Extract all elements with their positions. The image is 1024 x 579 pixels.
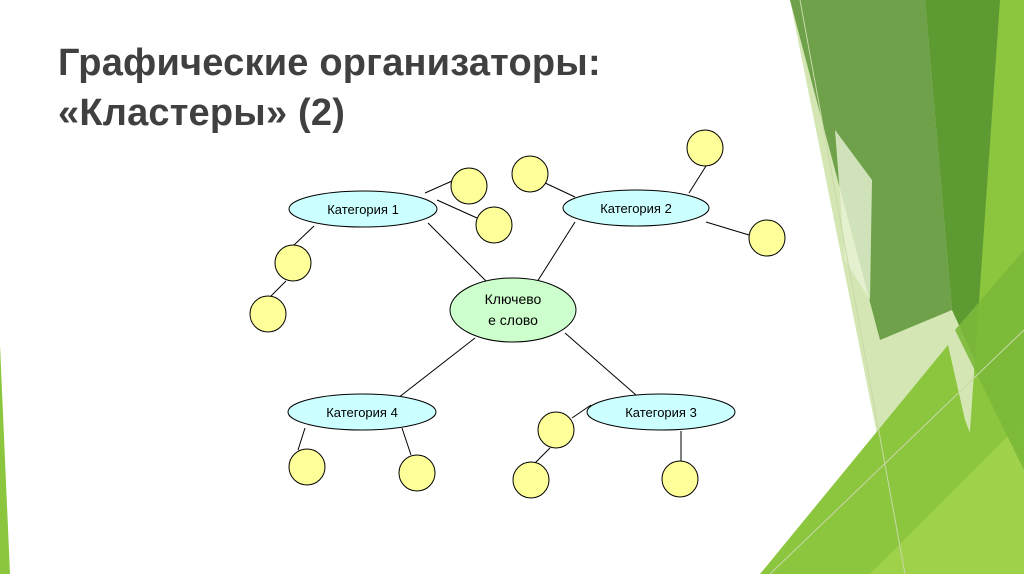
- facet-line-1: [799, 0, 906, 575]
- category-3-label: Категория 3: [625, 405, 697, 420]
- facet-line-2: [769, 329, 1024, 575]
- green-facet-8: [955, 250, 1024, 470]
- link-leaf-c-leaf-d: [269, 280, 287, 298]
- link-cat4-leaf-b: [401, 427, 412, 456]
- link-center-cat3: [564, 332, 637, 396]
- leaf-circle: [512, 461, 550, 499]
- green-facet-7: [870, 420, 1024, 574]
- center-label-line1: Ключево: [485, 291, 542, 307]
- leaf-circle: [450, 167, 488, 205]
- leaf-circle: [398, 454, 436, 492]
- leaf-circle: [748, 219, 786, 257]
- link-center-cat1: [427, 222, 488, 283]
- category-2-label: Категория 2: [600, 201, 672, 216]
- leaf-circle: [274, 244, 312, 282]
- category-ellipse: [288, 190, 438, 228]
- link-cat2-leaf-a: [542, 181, 576, 198]
- slide-title: Графические организаторы: «Кластеры» (2): [58, 38, 601, 138]
- decorative-green-shapes: [760, 0, 1024, 575]
- link-center-cat4: [397, 337, 476, 399]
- leaf-circle: [686, 129, 724, 167]
- left-green-sliver: [0, 345, 10, 574]
- link-cat1-leaf-a: [424, 180, 453, 194]
- link-cat2-leaf-c: [705, 221, 750, 236]
- leaf-circle: [288, 448, 326, 486]
- link-center-cat2: [536, 221, 576, 283]
- leaf-circles: [249, 129, 786, 499]
- slide-title-line1: Графические организаторы:: [58, 42, 601, 84]
- category-3-node: Категория 3: [586, 393, 736, 431]
- link-cat1-leaf-b: [436, 199, 478, 219]
- center-label-line2: е слово: [488, 312, 538, 328]
- category-1-node: Категория 1: [288, 190, 438, 228]
- category-ellipse: [586, 393, 736, 431]
- slide-title-line2: «Кластеры» (2): [58, 92, 346, 134]
- link-leaf-a-leaf-b: [534, 447, 551, 464]
- green-facet-5: [835, 130, 872, 300]
- leaf-circle: [475, 206, 513, 244]
- leaf-circle: [661, 460, 699, 498]
- category-ellipse: [287, 393, 437, 431]
- leaf-circle: [537, 411, 575, 449]
- category-1-label: Категория 1: [327, 202, 399, 217]
- connector-lines: [269, 165, 750, 464]
- category-4-label: Категория 4: [326, 405, 398, 420]
- leaf-circle: [511, 155, 549, 193]
- center-node: Ключево е слово: [449, 277, 577, 343]
- link-cat4-leaf-a: [297, 427, 306, 451]
- green-facet-2: [790, 0, 952, 340]
- category-2-node: Категория 2: [562, 189, 710, 227]
- category-4-node: Категория 4: [287, 393, 437, 431]
- link-cat2-leaf-b: [688, 165, 707, 194]
- link-cat1-leaf-c: [293, 225, 315, 246]
- leaf-circle: [249, 295, 287, 333]
- category-ellipse: [562, 189, 710, 227]
- link-cat3-leaf-a: [571, 404, 592, 419]
- center-ellipse: [449, 277, 577, 343]
